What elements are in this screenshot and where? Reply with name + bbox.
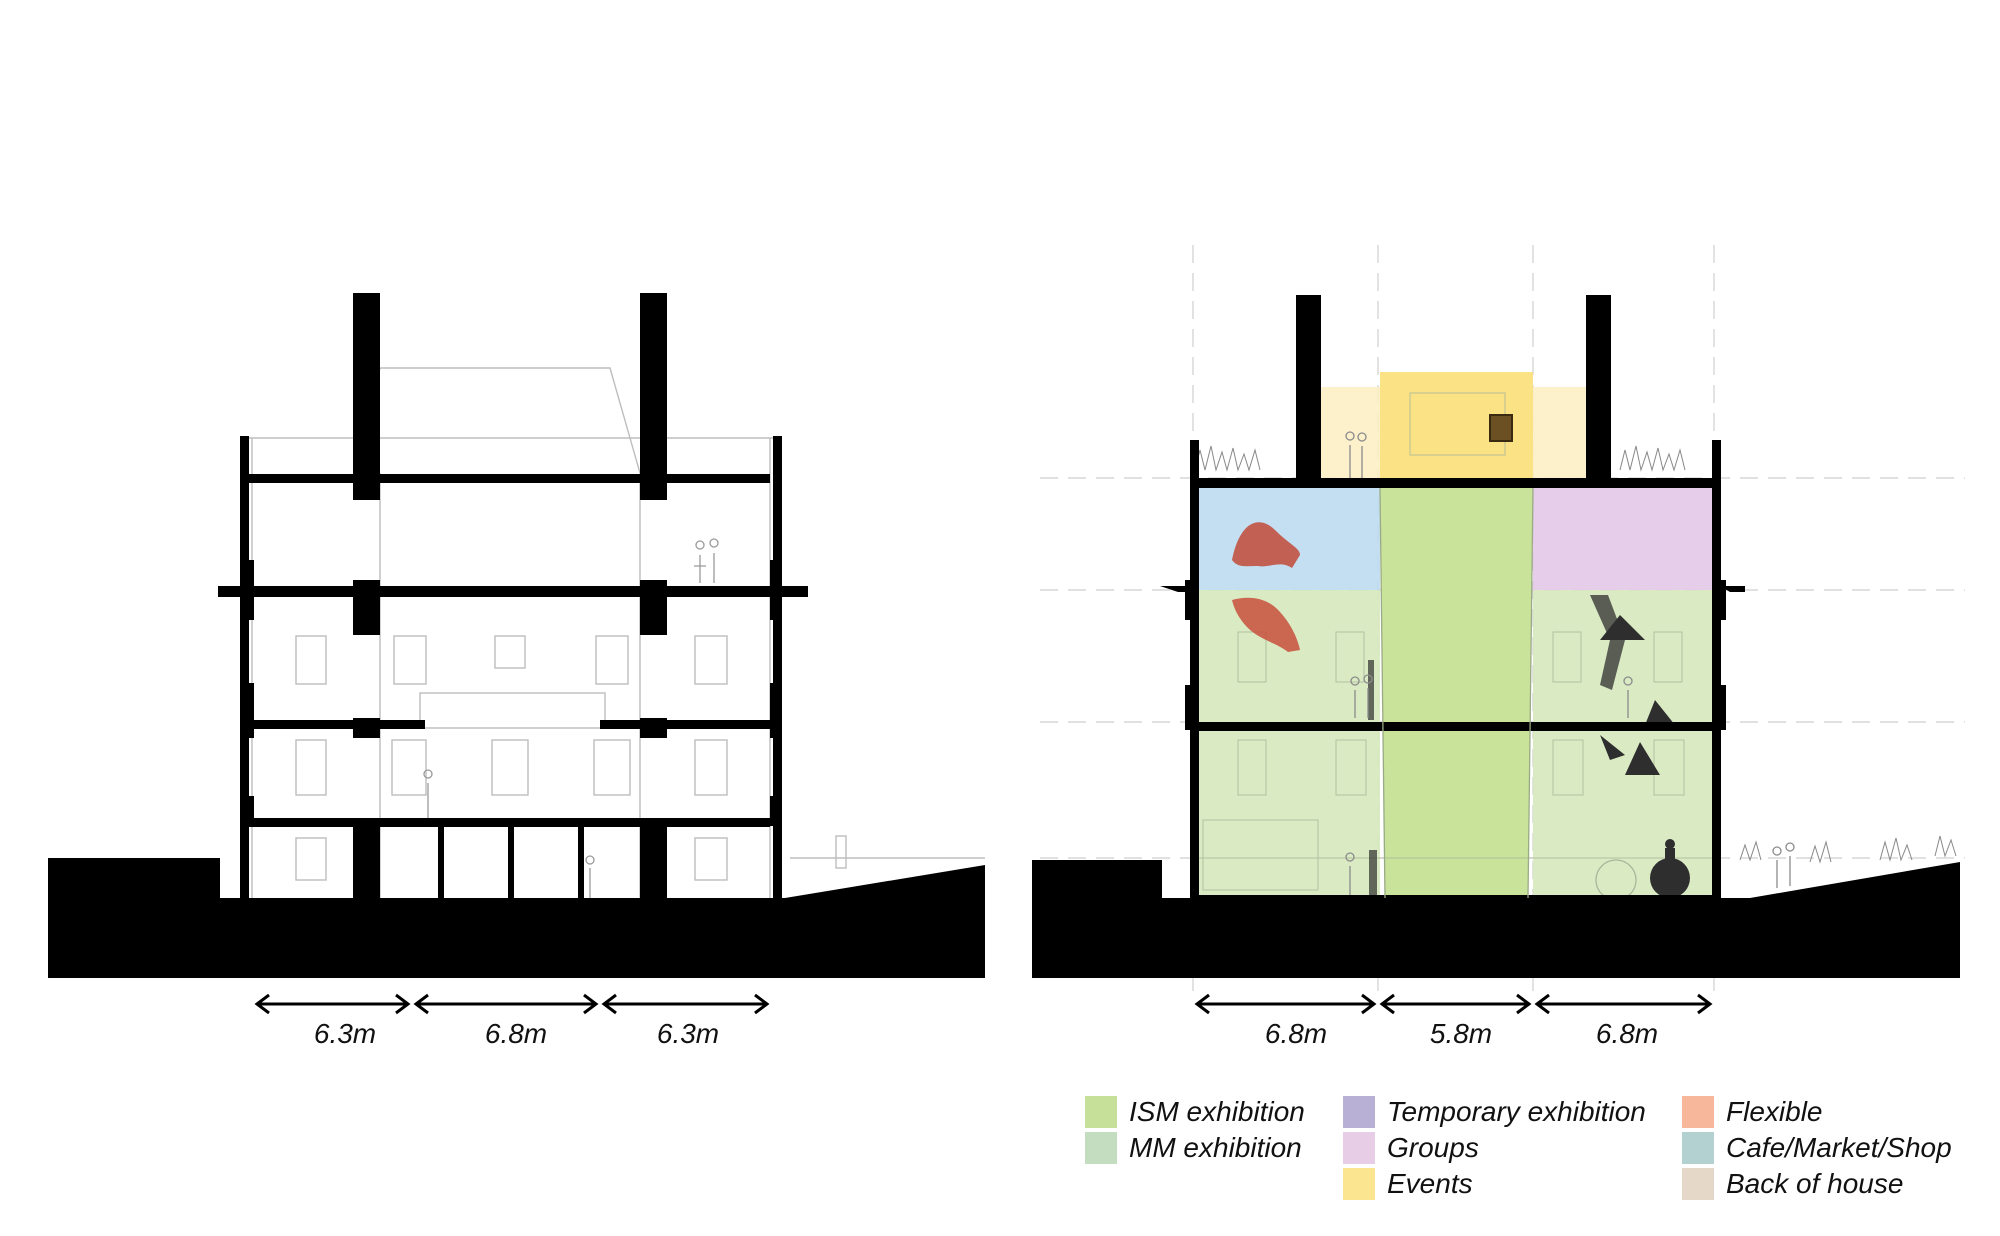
dimension-label: 6.8m bbox=[1264, 1018, 1328, 1049]
legend-swatch bbox=[1682, 1132, 1714, 1164]
legend: ISM exhibition MM exhibition Temporary e… bbox=[1085, 1095, 1985, 1225]
legend-label: Cafe/Market/Shop bbox=[1726, 1132, 1952, 1163]
right-building-section bbox=[1032, 245, 1965, 1015]
atrium-zone bbox=[1380, 488, 1533, 898]
dimension-arrowhead bbox=[1516, 993, 1532, 1015]
legend-label: Temporary exhibition bbox=[1387, 1096, 1646, 1127]
legend-item-events: Events bbox=[1343, 1167, 1473, 1201]
legend-swatch bbox=[1085, 1096, 1117, 1128]
artwork-frame bbox=[1489, 414, 1513, 442]
legend-label: ISM exhibition bbox=[1129, 1096, 1305, 1127]
dimension-arrowhead bbox=[583, 993, 599, 1015]
legend-item-flexible: Flexible bbox=[1682, 1095, 1822, 1129]
legend-swatch bbox=[1343, 1132, 1375, 1164]
left-ground-slope bbox=[785, 865, 985, 978]
dimension-arrowhead bbox=[1194, 993, 1210, 1015]
zones bbox=[1197, 372, 1714, 898]
legend-swatch bbox=[1085, 1132, 1117, 1164]
artwork-sculptures bbox=[1368, 595, 1690, 900]
dimension-arrowhead bbox=[754, 993, 770, 1015]
legend-label: Back of house bbox=[1726, 1168, 1904, 1199]
legend-item-groups: Groups bbox=[1343, 1131, 1479, 1165]
right-dimension-lines bbox=[1194, 993, 1713, 1015]
legend-label: MM exhibition bbox=[1129, 1132, 1302, 1163]
left-building-section bbox=[48, 293, 985, 978]
legend-swatch bbox=[1682, 1168, 1714, 1200]
dimension-label: 5.8m bbox=[1429, 1018, 1493, 1049]
dimension-label: 6.3m bbox=[656, 1018, 720, 1049]
legend-label: Flexible bbox=[1726, 1096, 1823, 1127]
legend-swatch bbox=[1343, 1096, 1375, 1128]
dimension-arrowhead bbox=[601, 993, 617, 1015]
dimension-arrowhead bbox=[1534, 993, 1550, 1015]
left-dimension-lines bbox=[254, 993, 770, 1015]
dimension-label: 6.8m bbox=[1595, 1018, 1659, 1049]
legend-item-mm-exhibition: MM exhibition bbox=[1085, 1131, 1302, 1165]
legend-item-cafe-market-shop: Cafe/Market/Shop bbox=[1682, 1131, 1952, 1165]
groups-zone bbox=[1533, 488, 1714, 590]
artwork-textile bbox=[1232, 597, 1300, 652]
dimension-arrowhead bbox=[395, 993, 411, 1015]
dimension-arrowhead bbox=[413, 993, 429, 1015]
left-ground bbox=[48, 858, 985, 978]
legend-item-back-of-house: Back of house bbox=[1682, 1167, 1903, 1201]
legend-swatch bbox=[1682, 1096, 1714, 1128]
artwork-textile bbox=[1232, 522, 1300, 568]
legend-label: Groups bbox=[1387, 1132, 1479, 1163]
dimension-arrowhead bbox=[254, 993, 270, 1015]
dimension-label: 6.3m bbox=[313, 1018, 377, 1049]
legend-label: Events bbox=[1387, 1168, 1473, 1199]
events-zone-light bbox=[1532, 387, 1587, 482]
legend-item-ism-exhibition: ISM exhibition bbox=[1085, 1095, 1305, 1129]
right-ground bbox=[1032, 860, 1960, 978]
legend-swatch bbox=[1343, 1168, 1375, 1200]
dimension-arrowhead bbox=[1379, 993, 1395, 1015]
dimension-label: 6.8m bbox=[484, 1018, 548, 1049]
dimension-arrowhead bbox=[1697, 993, 1713, 1015]
dimension-arrowhead bbox=[1361, 993, 1377, 1015]
legend-item-temporary-exhibition: Temporary exhibition bbox=[1343, 1095, 1646, 1129]
groups-zone-blue bbox=[1197, 488, 1380, 590]
